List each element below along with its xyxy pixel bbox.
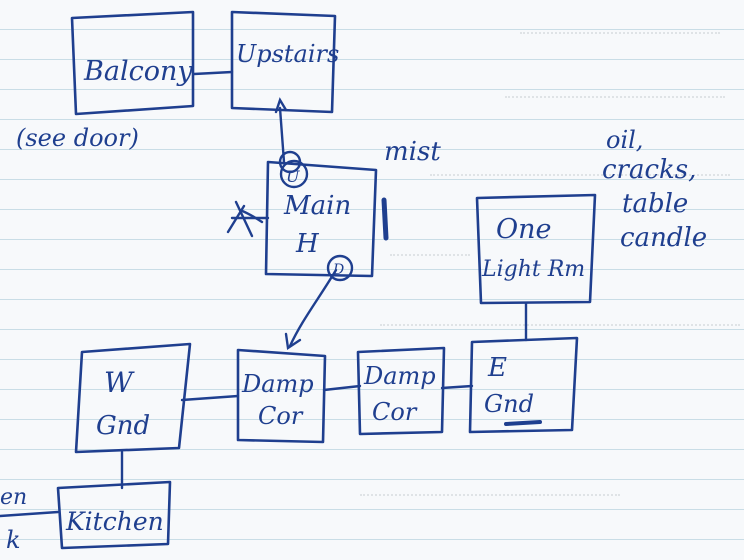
room-label-balcony: Balcony: [83, 56, 193, 87]
room-label-damp-cor-b-1: Damp: [363, 362, 436, 390]
bleed-through-texture: [360, 470, 620, 496]
room-box-damp-cor-b: [356, 346, 446, 436]
room-label-e-gnd-1: E: [487, 353, 507, 383]
room-box-e-gnd: [468, 336, 579, 434]
room-box-damp-cor-a: [236, 348, 327, 444]
link-w-gnd-damp-a: [180, 394, 240, 402]
room-label-main-hall-1: Main: [283, 191, 351, 221]
note-mist: mist: [384, 137, 441, 167]
room-label-w-gnd-1: W: [104, 366, 135, 399]
bleed-through-texture: [430, 150, 730, 176]
down-marker-circle: [326, 254, 354, 282]
room-box-kitchen: [56, 480, 172, 550]
bleed-through-texture: [505, 72, 725, 98]
room-label-damp-cor-b-2: Cor: [372, 398, 418, 426]
note-items-4: candle: [620, 223, 707, 253]
bleed-through-texture: [520, 8, 720, 34]
note-edge-1: en: [0, 485, 27, 510]
down-arrow-head: [284, 332, 302, 351]
room-box-upstairs: [230, 10, 337, 114]
note-items-1: oil,: [606, 126, 643, 154]
room-label-one-light-rm-2: Light Rm: [481, 257, 585, 282]
bleed-through-texture: [390, 230, 470, 256]
room-label-w-gnd-2: Gnd: [96, 411, 150, 441]
room-label-main-hall-2: H: [295, 229, 320, 259]
note-see-door: (see door): [16, 124, 139, 152]
wall-bold-mark: [381, 197, 389, 241]
up-marker-label: U: [286, 167, 300, 186]
down-marker-label: D: [332, 262, 344, 278]
e-gnd-underline-mark: [504, 420, 542, 426]
room-box-main-hall: [264, 160, 378, 278]
room-box-balcony: [70, 10, 195, 116]
room-label-e-gnd-2: Gnd: [484, 390, 534, 418]
link-damp-b-e-gnd: [440, 384, 474, 390]
note-edge-2: k: [6, 526, 21, 554]
room-label-upstairs: Upstairs: [236, 40, 339, 68]
link-main-down-to-damp: [288, 268, 338, 348]
room-label-kitchen: Kitchen: [65, 507, 164, 536]
up-marker-circle: [279, 159, 309, 189]
room-box-w-gnd: [74, 342, 192, 454]
blocked-exit-scribble: [226, 200, 264, 238]
note-items-3: table: [622, 189, 688, 219]
room-label-one-light-rm-1: One: [496, 214, 552, 245]
link-upstairs-main: [278, 106, 286, 164]
link-damp-a-damp-b: [322, 384, 362, 392]
bleed-through-texture: [380, 300, 740, 326]
room-box-one-light-rm: [475, 193, 597, 305]
room-label-damp-cor-a-2: Cor: [258, 402, 304, 430]
up-marker-circle-outer: [278, 150, 302, 174]
room-label-damp-cor-a-1: Damp: [241, 370, 314, 398]
link-balcony-upstairs: [192, 70, 234, 76]
note-items-2: cracks,: [602, 155, 696, 185]
stairs-arrow-head: [274, 97, 288, 114]
link-kitchen-west: [0, 510, 60, 518]
